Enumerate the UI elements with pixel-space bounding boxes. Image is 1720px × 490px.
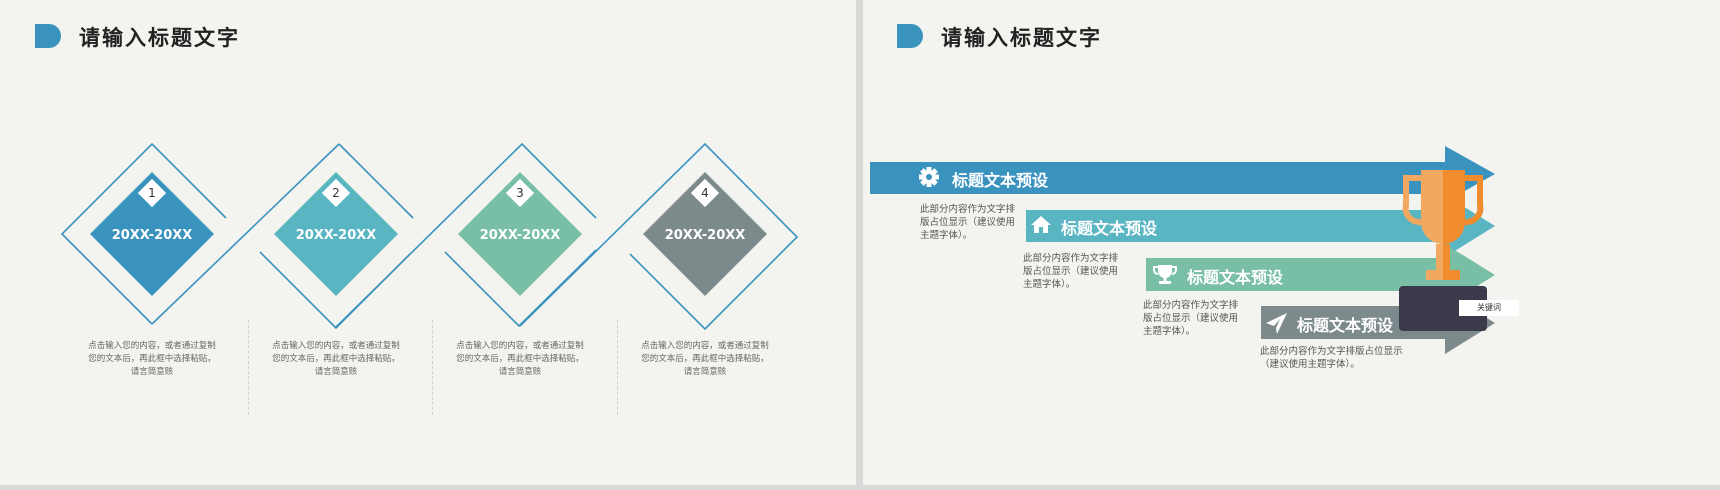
step-description-3: 点击输入您的内容，或者通过复制您的文本后，再此框中选择粘贴，请言简意赅 (456, 341, 584, 377)
arrow-2 (1026, 195, 1495, 257)
step-date-1: 20XX-20XX (112, 228, 193, 243)
step-description-4: 点击输入您的内容，或者通过复制您的文本后，再此框中选择粘贴，请言简意赅 (641, 341, 769, 377)
diamond-step-1: 1 20XX-20XX (90, 172, 214, 296)
page-title: 请输入标题文字 (941, 26, 1102, 50)
diamond-outline-2 (338, 143, 414, 219)
divider (248, 320, 249, 415)
arrow-label-3: 标题文本预设 (1187, 268, 1284, 287)
arrow-label-4: 标题文本预设 (1297, 316, 1394, 335)
step-number-3: 3 (516, 186, 524, 200)
page-title: 请输入标题文字 (79, 26, 240, 50)
title-marker-icon (35, 24, 61, 48)
slide-left: 请输入标题文字 1 20XX-20XX 2 20XX-20XX (0, 0, 856, 485)
arrow-1 (870, 146, 1495, 202)
timeline-diamonds: 1 20XX-20XX 2 20XX-20XX 3 20XX-20XX 4 20… (60, 142, 799, 331)
arrow-description-3: 此部分内容作为文字排版占位显示（建议使用主题字体）。 (1143, 300, 1239, 337)
diamond-step-3: 3 20XX-20XX (458, 172, 582, 296)
slide-right: 请输入标题文字 (863, 0, 1720, 485)
keyword-plate: 关键词 (1459, 300, 1519, 316)
step-number-2: 2 (332, 186, 340, 200)
arrow-diagram (870, 146, 1495, 354)
title-marker-icon (897, 24, 923, 48)
divider (432, 320, 433, 415)
diamond-outline-1 (60, 142, 227, 325)
trophy-illustration (1399, 170, 1487, 331)
divider (617, 320, 618, 415)
trophy-icon (1153, 265, 1177, 284)
home-icon (1031, 216, 1051, 233)
arrow-label-2: 标题文本预设 (1061, 219, 1158, 238)
step-date-2: 20XX-20XX (296, 228, 377, 243)
diamond-step-2: 2 20XX-20XX (274, 172, 398, 296)
diamond-step-4: 4 20XX-20XX (643, 172, 767, 296)
step-date-4: 20XX-20XX (665, 228, 746, 243)
step-description-1: 点击输入您的内容，或者通过复制您的文本后，再此框中选择粘贴，请言简意赅 (88, 341, 216, 377)
arrow-description-4: 此部分内容作为文字排版占位显示（建议使用主题字体）。 (1260, 346, 1403, 370)
step-date-3: 20XX-20XX (480, 228, 561, 243)
step-description-2: 点击输入您的内容，或者通过复制您的文本后，再此框中选择粘贴，请言简意赅 (272, 341, 400, 377)
paper-plane-icon (1266, 313, 1287, 334)
diamond-outline-4 (519, 142, 799, 331)
arrow-description-1: 此部分内容作为文字排版占位显示（建议使用主题字体）。 (920, 204, 1016, 241)
arrow-label-1: 标题文本预设 (952, 171, 1049, 190)
gear-icon (919, 167, 939, 187)
arrow-description-2: 此部分内容作为文字排版占位显示（建议使用主题字体）。 (1023, 253, 1119, 290)
diamond-outline-3 (444, 249, 597, 328)
step-number-4: 4 (701, 186, 709, 200)
step-number-1: 1 (148, 186, 156, 200)
